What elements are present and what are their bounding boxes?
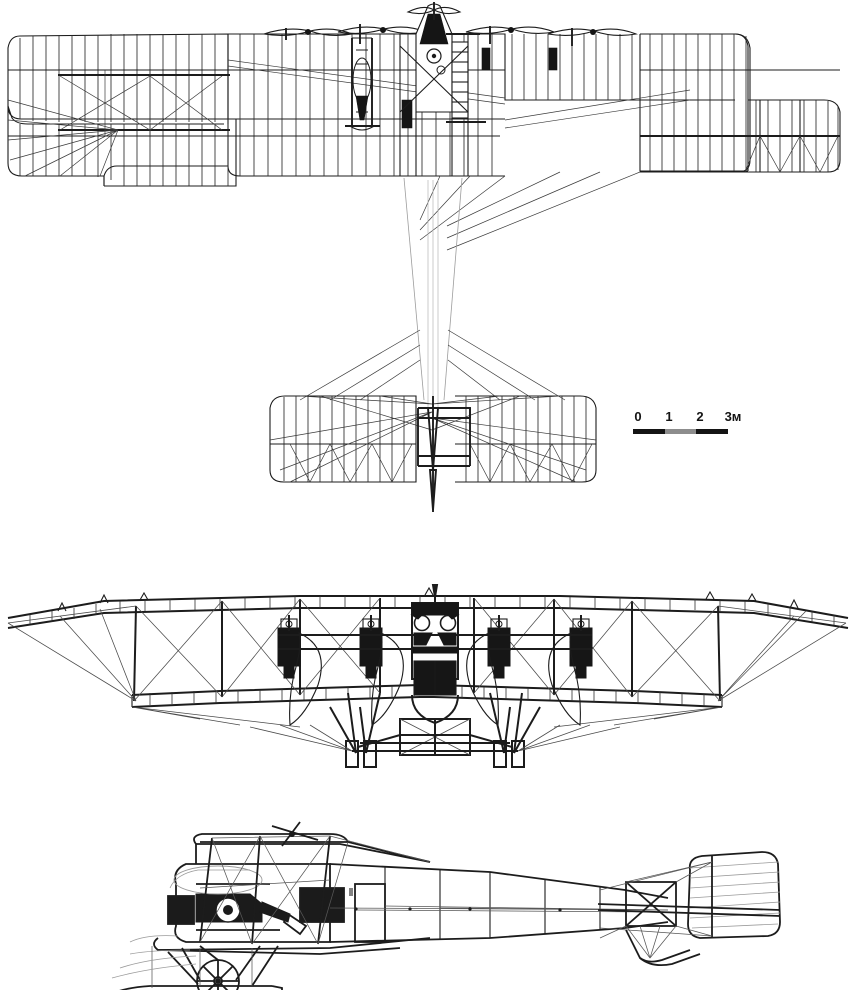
plan-engine-structure (345, 37, 558, 131)
front-engine-4 (548, 615, 593, 726)
plan-nose-cockpit (399, 2, 486, 176)
plan-view: .hv { fill:none; stroke:#1c1c1c; stroke-… (7, 2, 841, 512)
plan-propeller-1 (263, 28, 354, 40)
side-view: .sv { fill:none; stroke:#1c1c1c; stroke-… (111, 821, 781, 990)
plan-right-tip-bracing (744, 135, 839, 173)
scale-tick-2: 2 (696, 409, 704, 424)
plan-left-tip-bracing (7, 70, 223, 177)
scale-tick-0: 0 (634, 409, 642, 424)
side-propeller (271, 821, 319, 847)
front-landing-gear (249, 692, 621, 768)
front-engine-3 (466, 615, 511, 726)
plan-propeller-3 (465, 26, 556, 44)
side-engine-detail (195, 883, 308, 936)
side-upper-wing (129, 821, 431, 955)
side-tail-surfaces (597, 851, 781, 967)
front-view: .fv { fill:none; stroke:#1c1c1c; stroke-… (7, 584, 849, 768)
scale-tick-1: 1 (665, 409, 673, 424)
plan-propeller-2 (337, 24, 428, 44)
scale-bar-graphic (633, 429, 728, 434)
side-landing-gear (111, 945, 283, 990)
scale-tick-3: 3м (724, 409, 742, 424)
plan-tailplane (269, 395, 597, 512)
plan-upper-wing (7, 33, 841, 187)
plan-propeller-group (263, 24, 638, 46)
front-engine-2 (359, 615, 404, 726)
plan-propeller-4 (547, 28, 638, 46)
scale-bar-labels: 0 1 2 3м (630, 409, 750, 429)
front-engine-1 (277, 615, 322, 726)
side-fuselage (167, 863, 669, 943)
front-fuselage (399, 584, 471, 756)
